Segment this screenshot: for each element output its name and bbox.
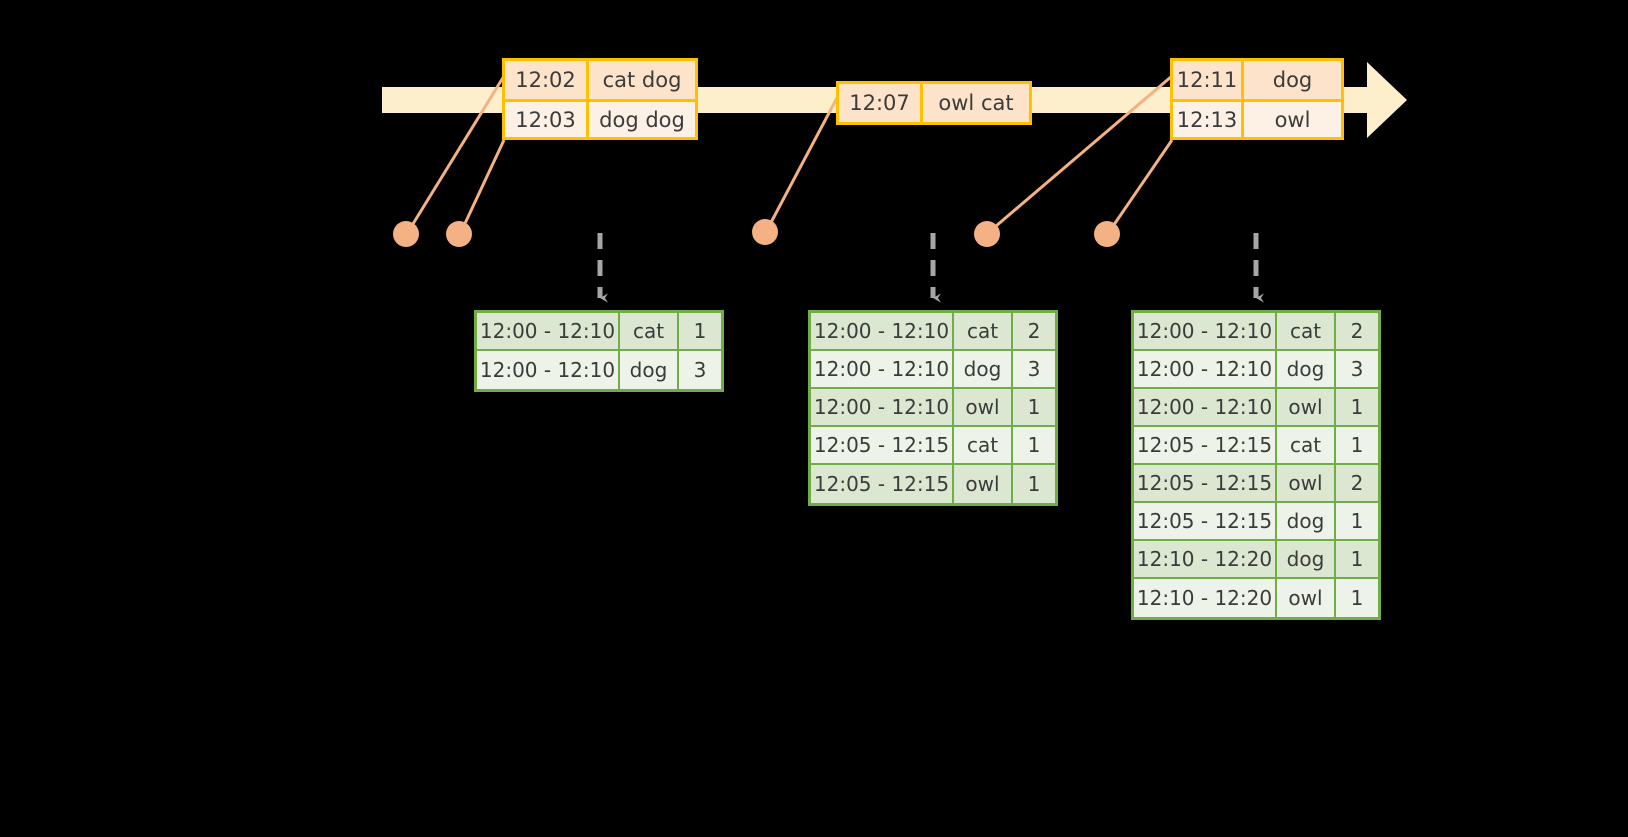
count-cell: 2 [1350,319,1364,343]
count-cell: 1 [1350,586,1364,610]
window-cell: 12:00 - 12:10 [811,313,954,349]
event-words: dog [1272,68,1313,92]
event-row: 12:11 dog [1173,61,1341,99]
event-row: 12:13 owl [1173,99,1341,137]
dashed-arrows [597,233,1264,303]
table-row: 12:05 - 12:15 owl 1 [811,465,1055,503]
table-row: 12:10 - 12:20 dog 1 [1134,541,1378,579]
table-row: 12:00 - 12:10 dog 3 [811,351,1055,389]
table-row: 12:10 - 12:20 owl 1 [1134,579,1378,617]
connector-line-1203 [459,139,506,233]
table-row: 12:05 - 12:15 cat 1 [1134,427,1378,465]
table-row: 12:00 - 12:10 dog 3 [1134,351,1378,389]
event-time: 12:03 [505,102,589,137]
window-cell: 12:00 - 12:10 [1134,351,1277,387]
event-time: 12:11 [1173,61,1244,99]
event-time: 12:07 [839,84,923,122]
window-cell: 12:00 - 12:10 [1134,313,1277,349]
connector-dot-1213 [1094,221,1120,247]
count-cell: 3 [1027,357,1041,381]
table-row: 12:05 - 12:15 dog 1 [1134,503,1378,541]
count-cell: 2 [1027,319,1041,343]
window-cell: 12:05 - 12:15 [1134,427,1277,463]
connector-line-1202 [406,75,506,233]
window-cell: 12:10 - 12:20 [1134,541,1277,577]
result-table-3[interactable]: 12:00 - 12:10 cat 2 12:00 - 12:10 dog 3 … [1131,310,1381,620]
event-row: 12:02 cat dog [505,61,695,99]
result-table-1[interactable]: 12:00 - 12:10 cat 1 12:00 - 12:10 dog 3 [474,310,724,392]
window-cell: 12:10 - 12:20 [1134,579,1277,617]
window-cell: 12:05 - 12:15 [811,465,954,503]
word-cell: dog [620,351,679,389]
word-cell: owl [1277,579,1336,617]
table-row: 12:00 - 12:10 cat 2 [1134,313,1378,351]
table-row: 12:00 - 12:10 dog 3 [477,351,721,389]
event-words: owl [1274,107,1311,132]
count-cell: 3 [693,358,707,382]
word-cell: owl [1277,389,1336,425]
word-cell: cat [1277,427,1336,463]
table-row: 12:00 - 12:10 cat 1 [477,313,721,351]
word-cell: owl [954,465,1013,503]
table-row: 12:00 - 12:10 owl 1 [1134,389,1378,427]
count-cell: 1 [1350,509,1364,533]
count-cell: 1 [1027,395,1041,419]
window-cell: 12:05 - 12:15 [1134,465,1277,501]
count-cell: 1 [693,319,707,343]
window-cell: 12:00 - 12:10 [477,351,620,389]
count-cell: 1 [1027,472,1041,496]
word-cell: dog [954,351,1013,387]
table-row: 12:05 - 12:15 owl 2 [1134,465,1378,503]
table-row: 12:00 - 12:10 owl 1 [811,389,1055,427]
count-cell: 1 [1350,395,1364,419]
event-time: 12:02 [505,61,589,99]
event-box-group-1[interactable]: 12:02 cat dog 12:03 dog dog [502,58,698,140]
event-row: 12:03 dog dog [505,99,695,137]
count-cell: 1 [1027,433,1041,457]
word-cell: dog [1277,541,1336,577]
connector-line-1207 [765,95,840,231]
event-box-group-2[interactable]: 12:07 owl cat [836,81,1032,125]
word-cell: cat [620,313,679,349]
count-cell: 1 [1350,433,1364,457]
word-cell: cat [954,313,1013,349]
event-connector-dots [393,219,1120,247]
word-cell: dog [1277,351,1336,387]
window-cell: 12:05 - 12:15 [1134,503,1277,539]
connector-dot-1207 [752,219,778,245]
count-cell: 1 [1350,547,1364,571]
word-cell: owl [954,389,1013,425]
count-cell: 2 [1350,471,1364,495]
window-cell: 12:00 - 12:10 [811,351,954,387]
word-cell: dog [1277,503,1336,539]
event-time: 12:13 [1173,102,1244,137]
event-words: cat dog [602,68,682,92]
window-cell: 12:00 - 12:10 [477,313,620,349]
word-cell: owl [1277,465,1336,501]
event-words: dog dog [599,107,685,132]
event-row: 12:07 owl cat [839,84,1029,122]
window-cell: 12:05 - 12:15 [811,427,954,463]
word-cell: cat [1277,313,1336,349]
connector-dot-1203 [446,221,472,247]
window-cell: 12:00 - 12:10 [811,389,954,425]
event-words: owl cat [938,91,1014,115]
table-row: 12:05 - 12:15 cat 1 [811,427,1055,465]
count-cell: 3 [1350,357,1364,381]
connector-dot-1211 [974,221,1000,247]
connector-dot-1202 [393,221,419,247]
window-cell: 12:00 - 12:10 [1134,389,1277,425]
connector-line-1213 [1107,139,1174,233]
result-table-2[interactable]: 12:00 - 12:10 cat 2 12:00 - 12:10 dog 3 … [808,310,1058,506]
event-box-group-3[interactable]: 12:11 dog 12:13 owl [1170,58,1344,140]
table-row: 12:00 - 12:10 cat 2 [811,313,1055,351]
word-cell: cat [954,427,1013,463]
